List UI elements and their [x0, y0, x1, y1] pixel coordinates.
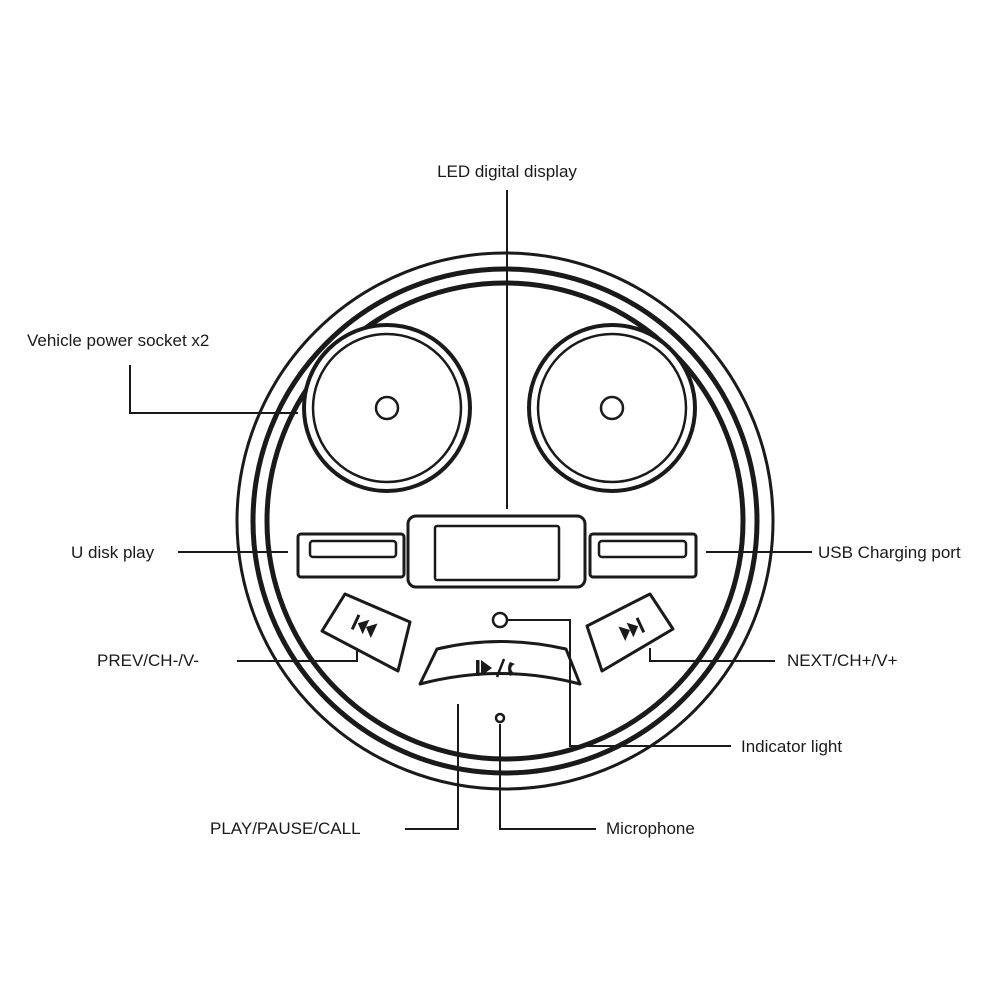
usb-port-right [588, 532, 698, 579]
label-next: NEXT/CH+/V+ [787, 651, 898, 670]
power-socket-right [527, 323, 697, 493]
leader-lines [129, 190, 812, 830]
leader-next [649, 648, 775, 662]
leader-power-socket [129, 365, 298, 414]
outer-rim [235, 251, 775, 791]
label-indicator: Indicator light [741, 737, 842, 756]
fast-forward-icon [618, 617, 646, 642]
usb-port-left [296, 532, 406, 579]
power-socket-left [302, 323, 472, 493]
indicator-light [491, 611, 509, 629]
label-microphone: Microphone [606, 819, 695, 838]
play-pause-call-button[interactable] [418, 640, 582, 686]
leader-microphone [499, 724, 596, 830]
label-prev: PREV/CH-/V- [97, 651, 199, 670]
device-body [235, 251, 775, 791]
label-play-pause: PLAY/PAUSE/CALL [210, 819, 361, 838]
leader-play-pause [405, 704, 459, 830]
label-u-disk: U disk play [71, 543, 155, 562]
label-usb-charging: USB Charging port [818, 543, 961, 562]
play-pause-call-icon [476, 658, 515, 678]
label-led-display: LED digital display [437, 162, 577, 181]
leader-prev [237, 648, 358, 662]
led-display [406, 514, 587, 589]
inner-ring-2 [264, 280, 746, 762]
prev-button[interactable] [320, 592, 412, 673]
microphone-hole [494, 712, 506, 724]
label-power-socket: Vehicle power socket x2 [27, 331, 209, 350]
leader-indicator [507, 619, 731, 747]
inner-ring [250, 266, 760, 776]
rewind-icon [350, 614, 378, 639]
next-button[interactable] [585, 592, 675, 673]
